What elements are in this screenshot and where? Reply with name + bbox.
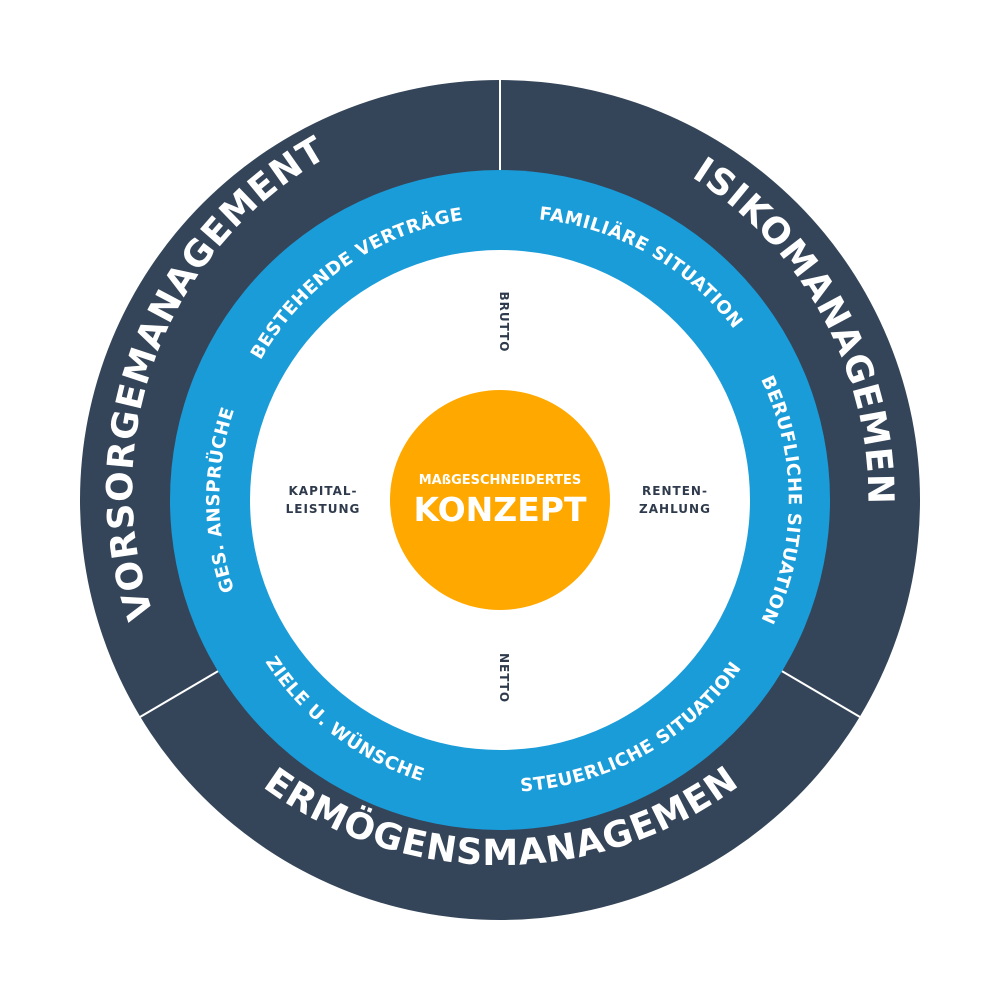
inner-label-left-2: LEISTUNG [286, 502, 361, 516]
inner-label-right-2: ZAHLUNG [639, 502, 711, 516]
inner-label-left-1: KAPITAL- [288, 484, 357, 498]
divider-bottom-right [779, 669, 861, 718]
center-circle [390, 390, 610, 610]
inner-label-bottom: NETTO [497, 653, 511, 703]
center-label-small: MAßGESCHNEIDERTES [419, 473, 582, 488]
center-label-big: KONZEPT [414, 490, 587, 529]
inner-label-right-1: RENTEN- [642, 484, 708, 498]
inner-label-top: BRUTTO [497, 292, 511, 353]
divider-bottom-left [139, 669, 221, 718]
